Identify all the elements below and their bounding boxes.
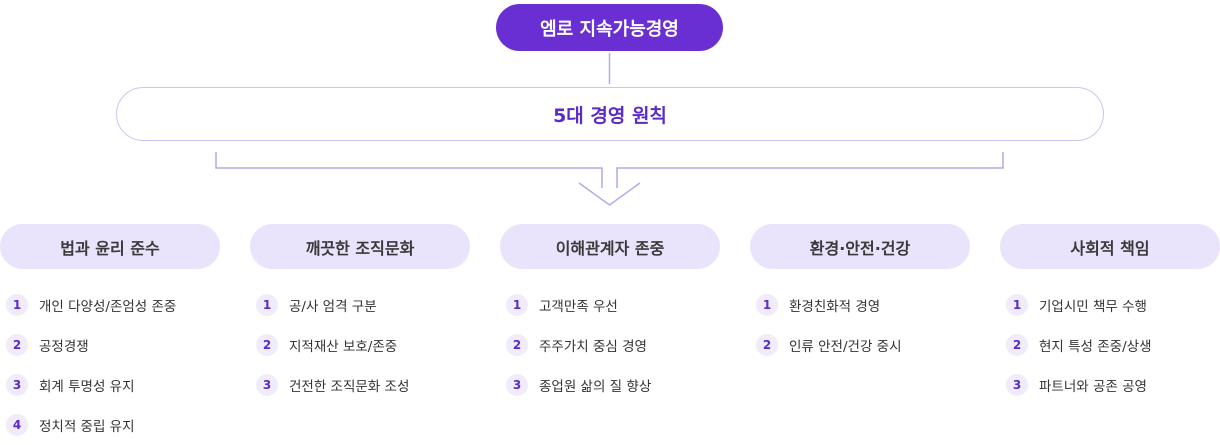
- category-title: 깨끗한 조직문화: [305, 238, 415, 258]
- list-item: 2 인류 안전/건강 중시: [750, 325, 970, 365]
- item-number-badge: 2: [1006, 334, 1028, 356]
- list-item: 3 파트너와 공존 공영: [1000, 365, 1220, 405]
- item-number-badge: 1: [756, 294, 778, 316]
- list-item: 1 고객만족 우선: [500, 285, 720, 325]
- item-text: 종업원 삶의 질 향상: [539, 379, 652, 395]
- item-text: 건전한 조직문화 조성: [289, 379, 410, 395]
- category-pill: 깨끗한 조직문화: [250, 224, 470, 269]
- category-column-clean-culture: 깨끗한 조직문화 1 공/사 엄격 구분 2 지적재산 보호/존중 3 건전한 조직문…: [250, 224, 470, 405]
- item-text: 회계 투명성 유지: [39, 379, 135, 395]
- category-column-social-responsibility: 사회적 책임 1 기업시민 책무 수행 2 현지 특성 존중/상생 3 파트너와 공존…: [1000, 224, 1220, 405]
- item-text: 주주가치 중심 경영: [539, 339, 647, 355]
- item-number-badge: 1: [1006, 294, 1028, 316]
- down-chevron-icon: [578, 182, 641, 206]
- item-number-badge: 1: [256, 294, 278, 316]
- list-item: 1 환경친화적 경영: [750, 285, 970, 325]
- item-text: 기업시민 책무 수행: [1039, 299, 1147, 315]
- item-number-badge: 2: [6, 334, 28, 356]
- list-item: 2 현지 특성 존중/상생: [1000, 325, 1220, 365]
- category-pill: 환경·안전·건강: [750, 224, 970, 269]
- item-text: 인류 안전/건강 중시: [789, 339, 902, 355]
- list-item: 2 공정경쟁: [0, 325, 220, 365]
- category-column-law-ethics: 법과 윤리 준수 1 개인 다양성/존엄성 존중 2 공정경쟁 3 회계 투명성 유지…: [0, 224, 220, 445]
- list-item: 3 회계 투명성 유지: [0, 365, 220, 405]
- item-text: 고객만족 우선: [539, 299, 618, 315]
- category-pill: 법과 윤리 준수: [0, 224, 220, 269]
- category-title: 법과 윤리 준수: [60, 238, 160, 258]
- item-text: 개인 다양성/존엄성 존중: [39, 299, 177, 315]
- list-item: 1 개인 다양성/존엄성 존중: [0, 285, 220, 325]
- item-text: 현지 특성 존중/상생: [1039, 339, 1152, 355]
- bracket-left: [215, 152, 603, 188]
- list-item: 4 정치적 중립 유지: [0, 405, 220, 445]
- item-text: 정치적 중립 유지: [39, 419, 135, 435]
- category-pill: 이해관계자 존중: [500, 224, 720, 269]
- category-title: 환경·안전·건강: [809, 238, 911, 258]
- list-item: 3 건전한 조직문화 조성: [250, 365, 470, 405]
- item-list: 1 개인 다양성/존엄성 존중 2 공정경쟁 3 회계 투명성 유지 4 정치적 중립 …: [0, 285, 220, 445]
- principle-pill: 5대 경영 원칙: [116, 87, 1104, 141]
- item-text: 지적재산 보호/존중: [289, 339, 398, 355]
- item-number-badge: 4: [6, 414, 28, 436]
- top-title-pill: 엠로 지속가능경영: [496, 4, 723, 51]
- item-text: 공/사 엄격 구분: [289, 299, 377, 315]
- category-title: 사회적 책임: [1070, 238, 1150, 258]
- connector-lines: [215, 53, 1004, 206]
- list-item: 1 기업시민 책무 수행: [1000, 285, 1220, 325]
- item-number-badge: 3: [1006, 374, 1028, 396]
- item-list: 1 기업시민 책무 수행 2 현지 특성 존중/상생 3 파트너와 공존 공영: [1000, 285, 1220, 405]
- item-number-badge: 2: [256, 334, 278, 356]
- top-title: 엠로 지속가능경영: [540, 18, 679, 40]
- item-list: 1 공/사 엄격 구분 2 지적재산 보호/존중 3 건전한 조직문화 조성: [250, 285, 470, 405]
- category-column-stakeholders: 이해관계자 존중 1 고객만족 우선 2 주주가치 중심 경영 3 종업원 삶의 질 …: [500, 224, 720, 405]
- item-text: 환경친화적 경영: [789, 299, 881, 315]
- item-number-badge: 3: [6, 374, 28, 396]
- item-number-badge: 1: [506, 294, 528, 316]
- item-number-badge: 3: [506, 374, 528, 396]
- list-item: 2 지적재산 보호/존중: [250, 325, 470, 365]
- principle-title: 5대 경영 원칙: [553, 104, 667, 127]
- category-pill: 사회적 책임: [1000, 224, 1220, 269]
- category-column-env-safety-health: 환경·안전·건강 1 환경친화적 경영 2 인류 안전/건강 중시: [750, 224, 970, 365]
- list-item: 3 종업원 삶의 질 향상: [500, 365, 720, 405]
- list-item: 2 주주가치 중심 경영: [500, 325, 720, 365]
- category-title: 이해관계자 존중: [555, 238, 665, 258]
- item-number-badge: 3: [256, 374, 278, 396]
- item-list: 1 고객만족 우선 2 주주가치 중심 경영 3 종업원 삶의 질 향상: [500, 285, 720, 405]
- item-text: 파트너와 공존 공영: [1039, 379, 1147, 395]
- item-number-badge: 2: [756, 334, 778, 356]
- item-list: 1 환경친화적 경영 2 인류 안전/건강 중시: [750, 285, 970, 365]
- item-number-badge: 2: [506, 334, 528, 356]
- bracket-right: [616, 152, 1004, 188]
- item-text: 공정경쟁: [39, 339, 89, 355]
- item-number-badge: 1: [6, 294, 28, 316]
- list-item: 1 공/사 엄격 구분: [250, 285, 470, 325]
